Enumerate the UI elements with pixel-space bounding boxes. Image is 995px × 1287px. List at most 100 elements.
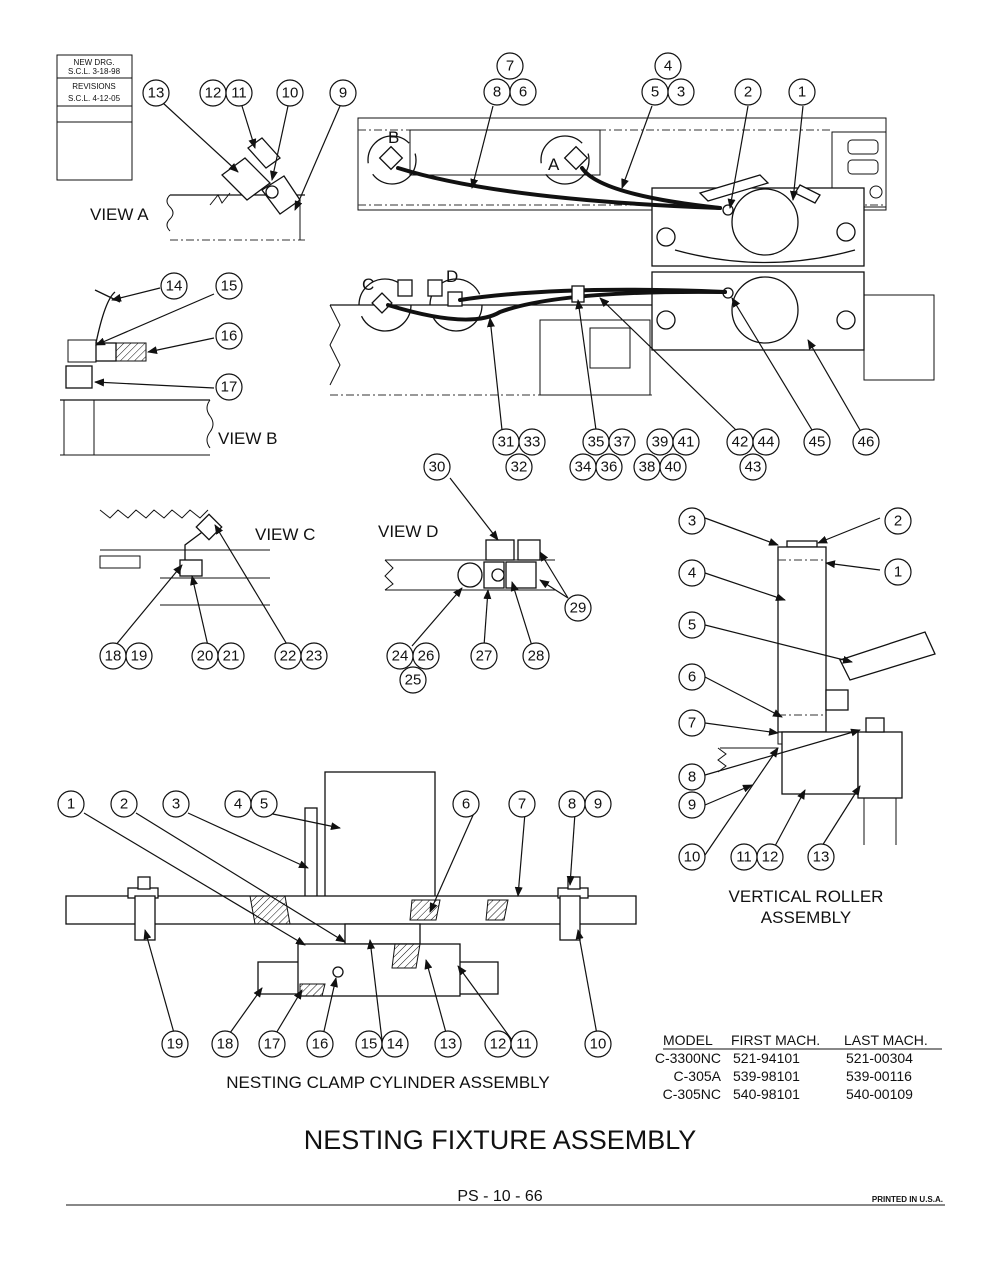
callout-bubble: 19 <box>167 1036 184 1053</box>
callout-bubble: 44 <box>758 434 775 451</box>
callout-bubble: 6 <box>462 796 470 813</box>
view-a-drawing <box>166 137 305 241</box>
view-a-label: VIEW A <box>90 205 149 224</box>
model-table-header: MODEL <box>663 1032 713 1048</box>
callout-bubble: 4 <box>688 565 696 582</box>
callout-bubble: 34 <box>575 459 592 476</box>
nesting-clamp-drawing <box>65 771 637 997</box>
callout-bubble: 6 <box>688 669 696 686</box>
callout-bubble: 15 <box>361 1036 378 1053</box>
callout-bubble: 7 <box>518 796 526 813</box>
callout-bubble: 11 <box>231 85 247 102</box>
callout-bubble: 2 <box>744 84 752 101</box>
callout-bubble: 29 <box>570 600 587 617</box>
callout-bubble: 45 <box>809 434 826 451</box>
nesting-clamp-caption: NESTING CLAMP CYLINDER ASSEMBLY <box>226 1073 549 1092</box>
callout-bubble: 15 <box>221 278 238 295</box>
callout-bubble: 11 <box>516 1036 532 1053</box>
callout-bubble: 46 <box>858 434 875 451</box>
detail-d-label: D <box>446 267 458 286</box>
page-title: NESTING FIXTURE ASSEMBLY <box>304 1125 697 1155</box>
callout-bubble: 27 <box>476 648 493 665</box>
callout-bubble: 11 <box>736 849 752 866</box>
callout-bubble: 23 <box>306 648 323 665</box>
callout-bubble: 16 <box>221 328 238 345</box>
detail-a-label: A <box>548 155 560 174</box>
callout-bubble: 2 <box>894 513 902 530</box>
callout-bubble: 4 <box>664 58 672 75</box>
callout-bubble: 1 <box>798 84 806 101</box>
callout-bubble: 26 <box>418 648 435 665</box>
model-table-cell: 521-94101 <box>733 1050 800 1066</box>
callout-bubble: 5 <box>688 617 696 634</box>
view-d-drawing <box>384 539 555 591</box>
callout-bubble: 10 <box>282 85 299 102</box>
callout-bubble: 17 <box>221 379 238 396</box>
model-table-cell: C-305NC <box>663 1086 721 1102</box>
model-table-cell: 540-00109 <box>846 1086 913 1102</box>
view-d-label: VIEW D <box>378 522 438 541</box>
callout-bubble: 22 <box>280 648 297 665</box>
detail-c-label: C <box>362 275 374 294</box>
model-table-cell: 539-98101 <box>733 1068 800 1084</box>
revision-block: NEW DRG. S.C.L. 3-18-98 REVISIONS S.C.L.… <box>56 54 133 181</box>
callout-bubble: 3 <box>172 796 180 813</box>
leader-lines <box>83 102 881 1041</box>
callout-bubble: 37 <box>614 434 631 451</box>
view-c-label: VIEW C <box>255 525 315 544</box>
callout-bubble: 40 <box>665 459 682 476</box>
callout-bubble: 1 <box>67 796 75 813</box>
callout-bubble: 10 <box>684 849 701 866</box>
callout-bubble: 24 <box>392 648 409 665</box>
callout-bubble: 10 <box>590 1036 607 1053</box>
callout-bubble: 32 <box>511 459 528 476</box>
page-number: PS - 10 - 66 <box>457 1188 542 1205</box>
callout-bubble: 6 <box>519 84 527 101</box>
model-table-header: FIRST MACH. <box>731 1032 820 1048</box>
callout-bubble: 25 <box>405 672 422 689</box>
model-table-cell: C-305A <box>674 1068 722 1084</box>
callout-bubble: 3 <box>688 513 696 530</box>
model-table-cell: 539-00116 <box>846 1068 912 1084</box>
model-table-header: LAST MACH. <box>844 1032 928 1048</box>
callout-bubble: 41 <box>678 434 695 451</box>
callout-bubble: 1 <box>894 564 902 581</box>
detail-b-label: B <box>388 128 399 147</box>
callout-bubble: 38 <box>639 459 656 476</box>
new-drg-date: S.C.L. 3-18-98 <box>68 67 121 76</box>
callout-bubble: 9 <box>688 797 696 814</box>
callout-bubble: 12 <box>205 85 222 102</box>
callout-bubble: 2 <box>120 796 128 813</box>
vertical-roller-caption-line2: ASSEMBLY <box>761 908 851 927</box>
model-table-cell: 540-98101 <box>733 1086 800 1102</box>
model-table-cell: C-3300NC <box>655 1050 721 1066</box>
callout-bubble: 4 <box>234 796 242 813</box>
model-table-cell: 521-00304 <box>846 1050 913 1066</box>
callout-bubble: 13 <box>813 849 830 866</box>
callout-bubble: 19 <box>131 648 148 665</box>
callout-bubble: 8 <box>688 769 696 786</box>
callout-bubble: 8 <box>568 796 576 813</box>
callout-bubble: 5 <box>651 84 659 101</box>
lower-assembly-drawing <box>329 271 935 396</box>
callout-bubble: 13 <box>148 85 165 102</box>
callout-bubble: 7 <box>506 58 514 75</box>
callout-bubble: 9 <box>594 796 602 813</box>
view-b-label: VIEW B <box>218 429 278 448</box>
callout-bubble: 18 <box>217 1036 234 1053</box>
view-c-drawing <box>99 509 270 606</box>
callout-bubble: 3 <box>677 84 685 101</box>
printed-in-usa: PRINTED IN U.S.A. <box>872 1195 943 1204</box>
callout-bubbles: 13 12 11 10 9 7 8 6 4 5 3 2 1 14 15 16 1… <box>57 52 912 1058</box>
callout-bubble: 35 <box>588 434 605 451</box>
callout-bubble: 12 <box>762 849 779 866</box>
callout-bubble: 39 <box>652 434 669 451</box>
vertical-roller-drawing <box>717 540 936 845</box>
callout-bubble: 14 <box>387 1036 404 1053</box>
new-drg-label: NEW DRG. <box>74 58 115 67</box>
callout-bubble: 12 <box>490 1036 507 1053</box>
callout-bubble: 42 <box>732 434 749 451</box>
vertical-roller-caption-line1: VERTICAL ROLLER <box>729 887 884 906</box>
callout-bubble: 5 <box>260 796 268 813</box>
